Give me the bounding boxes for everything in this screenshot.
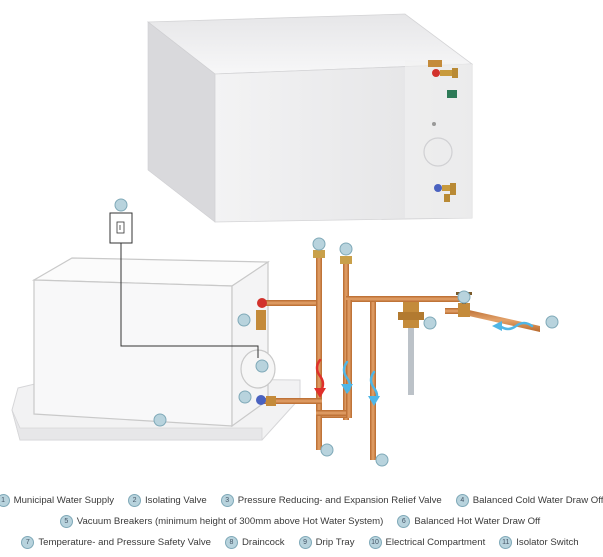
legend-number: 7 xyxy=(21,536,35,549)
hot-flow-arrow-icon xyxy=(315,358,325,394)
legend-number: 4 xyxy=(455,494,469,507)
legend-number: 9 xyxy=(298,536,312,549)
legend-item: 6 Balanced Hot Water Draw Off xyxy=(397,515,540,528)
legend-number: 3 xyxy=(220,494,234,507)
callout-2 xyxy=(457,290,471,304)
legend-number: 5 xyxy=(59,515,73,528)
legend-item: 8 Draincock xyxy=(224,536,285,549)
legend: 1 Municipal Water Supply 2 Isolating Val… xyxy=(0,490,603,553)
isolator-switch xyxy=(109,212,259,358)
legend-label: Balanced Hot Water Draw Off xyxy=(414,516,541,527)
legend-number: 8 xyxy=(224,536,238,549)
legend-item: 4 Balanced Cold Water Draw Off xyxy=(455,494,603,507)
legend-label: Municipal Water Supply xyxy=(13,495,115,506)
legend-row-1: 1 Municipal Water Supply 2 Isolating Val… xyxy=(0,490,603,511)
callout-7b xyxy=(237,313,251,327)
element-cover-icon xyxy=(423,137,453,167)
callout-10 xyxy=(255,359,269,373)
legend-item: 10 Electrical Compartment xyxy=(368,536,486,549)
callout-7 xyxy=(312,237,326,251)
legend-label: Electrical Compartment xyxy=(385,537,486,548)
legend-label: Drip Tray xyxy=(315,537,355,548)
legend-label: Temperature- and Pressure Safety Valve xyxy=(38,537,211,548)
legend-item: 3 Pressure Reducing- and Expansion Relie… xyxy=(220,494,442,507)
legend-number: 2 xyxy=(128,494,142,507)
cold-inlet-cap-icon xyxy=(434,184,442,192)
supply-flow-arrow-icon xyxy=(498,321,534,331)
flow-arrows xyxy=(314,321,534,406)
legend-item: 2 Isolating Valve xyxy=(128,494,207,507)
callouts xyxy=(114,198,559,467)
callout-3 xyxy=(423,316,437,330)
legend-label: Isolator Switch xyxy=(516,537,579,548)
legend-number: 1 xyxy=(0,494,10,507)
hot-outlet-cap-icon xyxy=(432,69,440,77)
legend-row-3: 7 Temperature- and Pressure Safety Valve… xyxy=(0,532,600,553)
legend-item: 9 Drip Tray xyxy=(298,536,355,549)
callout-1 xyxy=(545,315,559,329)
legend-number: 11 xyxy=(499,536,513,549)
badge-plate-icon xyxy=(447,90,457,98)
legend-number: 6 xyxy=(397,515,411,528)
legend-label: Vacuum Breakers (minimum height of 300mm… xyxy=(76,516,384,527)
legend-number: 10 xyxy=(368,536,382,549)
top-fitting-icon xyxy=(428,60,442,67)
legend-label: Isolating Valve xyxy=(145,495,207,506)
legend-label: Draincock xyxy=(241,537,285,548)
legend-item: 7 Temperature- and Pressure Safety Valve xyxy=(21,536,211,549)
legend-label: Pressure Reducing- and Expansion Relief … xyxy=(237,495,442,506)
callout-5 xyxy=(339,242,353,256)
callout-9 xyxy=(153,413,167,427)
callout-11 xyxy=(114,198,128,212)
legend-row-2: 5 Vacuum Breakers (minimum height of 300… xyxy=(0,511,600,532)
callout-8 xyxy=(238,390,252,404)
callout-4 xyxy=(375,453,389,467)
callout-6 xyxy=(320,443,334,457)
pipework xyxy=(256,250,540,460)
legend-item: 1 Municipal Water Supply xyxy=(0,494,114,507)
legend-item: 5 Vacuum Breakers (minimum height of 300… xyxy=(59,515,384,528)
tank-outline xyxy=(31,257,270,428)
legend-item: 11 Isolator Switch xyxy=(499,536,579,549)
legend-label: Balanced Cold Water Draw Off xyxy=(472,495,603,506)
product-photo xyxy=(146,13,474,223)
